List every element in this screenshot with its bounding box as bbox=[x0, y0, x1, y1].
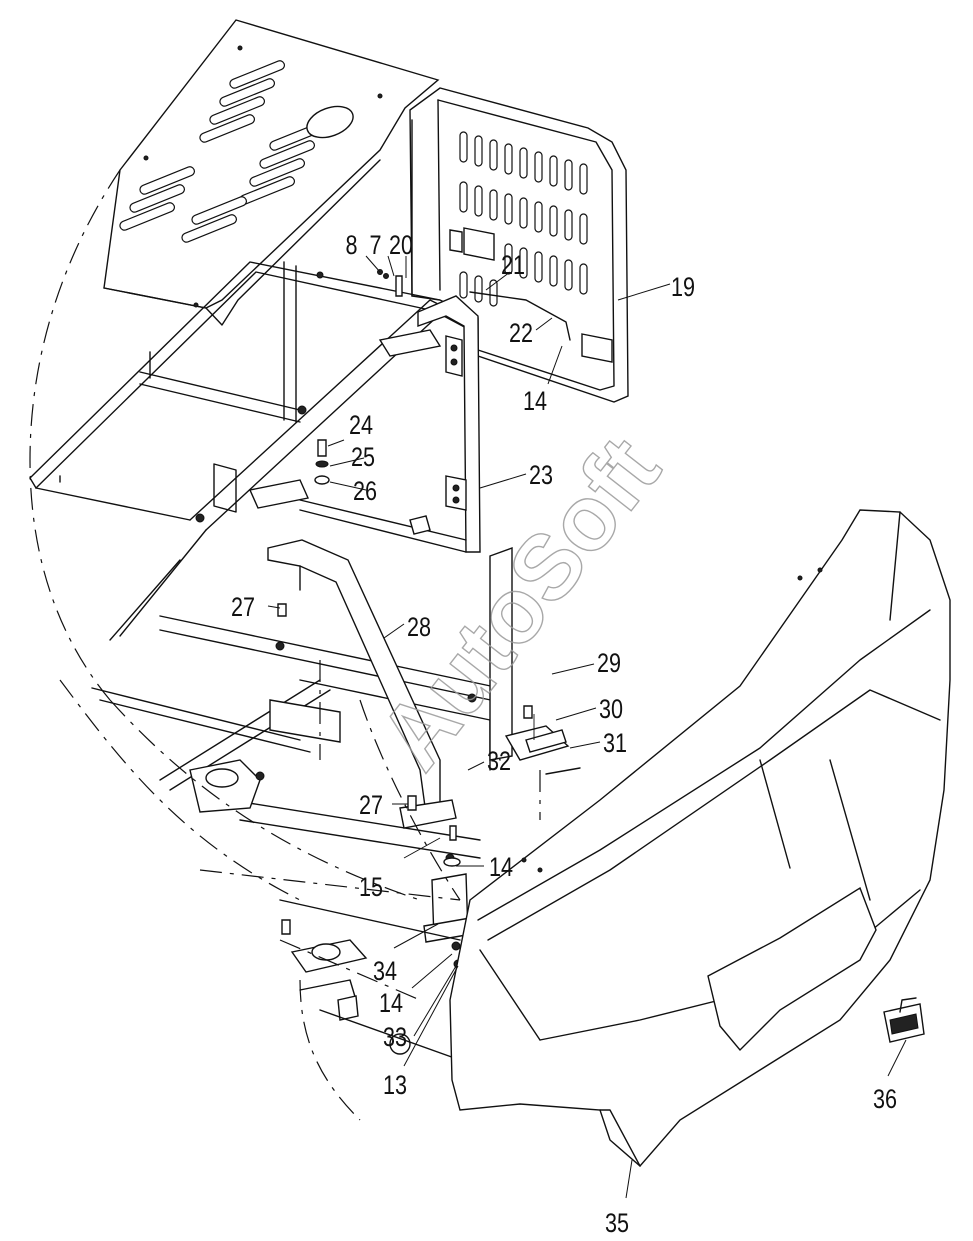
door-latch-bracket bbox=[449, 227, 495, 261]
callout-36: 36 bbox=[873, 1085, 897, 1115]
callout-30: 30 bbox=[599, 695, 623, 725]
callout-7: 7 bbox=[370, 231, 382, 261]
callout-28: 28 bbox=[407, 613, 431, 643]
callout-26: 26 bbox=[353, 477, 377, 507]
callout-23: 23 bbox=[529, 461, 553, 491]
stay-bar bbox=[267, 539, 457, 829]
callout-14-top: 14 bbox=[523, 387, 547, 417]
callout-27-lower: 27 bbox=[359, 791, 383, 821]
callout-14-low: 14 bbox=[379, 989, 403, 1019]
callout-8: 8 bbox=[346, 231, 358, 261]
callout-27-upper: 27 bbox=[231, 593, 255, 623]
fasteners bbox=[277, 269, 533, 935]
leader-lines bbox=[267, 255, 907, 1199]
dashed-boundaries bbox=[29, 169, 541, 1121]
callout-29: 29 bbox=[597, 649, 621, 679]
callout-22: 22 bbox=[509, 319, 533, 349]
rear-door-panel bbox=[409, 87, 629, 403]
lower-chassis bbox=[279, 899, 461, 1061]
stay-post bbox=[489, 547, 581, 775]
latch-handle bbox=[883, 997, 925, 1043]
callout-19: 19 bbox=[671, 273, 695, 303]
door-vent-slots bbox=[459, 131, 588, 307]
callout-14-mid: 14 bbox=[489, 853, 513, 883]
callout-31: 31 bbox=[603, 729, 627, 759]
rear-counterweight-cover bbox=[449, 509, 951, 1167]
callout-13: 13 bbox=[383, 1071, 407, 1101]
callout-34: 34 bbox=[373, 957, 397, 987]
callout-20: 20 bbox=[389, 231, 413, 261]
cover-vent-slots bbox=[119, 60, 326, 243]
callout-labels: 8 7 20 21 19 22 14 24 25 26 23 27 28 29 … bbox=[231, 231, 897, 1239]
main-frame bbox=[29, 261, 501, 859]
callout-33: 33 bbox=[383, 1023, 407, 1053]
callout-35: 35 bbox=[605, 1209, 629, 1239]
callout-15: 15 bbox=[359, 873, 383, 903]
callout-25: 25 bbox=[351, 443, 375, 473]
callout-21: 21 bbox=[501, 251, 525, 281]
hinged-frame bbox=[249, 295, 481, 553]
callout-32: 32 bbox=[487, 747, 511, 777]
top-cover-plate bbox=[103, 19, 440, 326]
callout-24: 24 bbox=[349, 411, 373, 441]
door-hinge bbox=[581, 333, 613, 363]
